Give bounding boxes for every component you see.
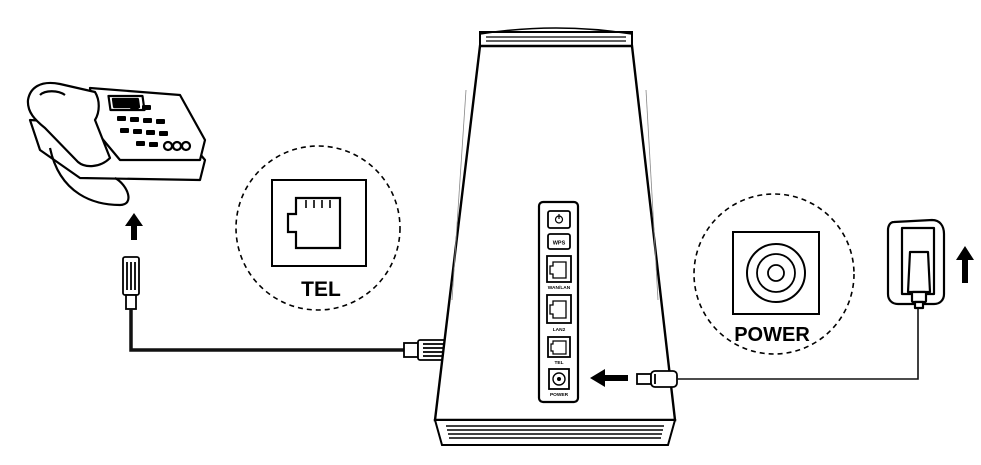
rj11-port-icon: [286, 196, 342, 250]
tel-callout-label: TEL: [301, 278, 341, 301]
router-back-panel: WPS WAN/LAN LAN2 TEL POWER: [537, 200, 580, 404]
power-cable: [677, 306, 919, 380]
wan-lan-port[interactable]: [546, 255, 572, 283]
power-port[interactable]: [548, 368, 570, 390]
dc-plug-icon: [636, 370, 678, 388]
power-callout: [693, 193, 855, 355]
power-button[interactable]: [547, 210, 571, 229]
lan2-port-label: LAN2: [553, 327, 566, 333]
phone-cable: [129, 309, 405, 352]
left-arrow-icon: [590, 369, 628, 387]
power-callout-label: POWER: [734, 324, 810, 346]
power-port-label: POWER: [550, 392, 569, 398]
wps-button[interactable]: [547, 233, 571, 250]
tel-port[interactable]: [547, 336, 571, 358]
up-arrow-icon: [956, 246, 974, 283]
power-adapter-icon: [886, 218, 946, 310]
telephone-icon: [26, 81, 207, 207]
wps-button-label: WPS: [553, 241, 566, 247]
lan2-port[interactable]: [546, 294, 572, 324]
up-arrow-icon: [125, 213, 143, 240]
tel-callout: [235, 145, 401, 311]
tel-port-label: TEL: [554, 360, 563, 366]
wan-lan-port-label: WAN/LAN: [548, 285, 571, 291]
rj11-plug-icon: [122, 256, 140, 310]
